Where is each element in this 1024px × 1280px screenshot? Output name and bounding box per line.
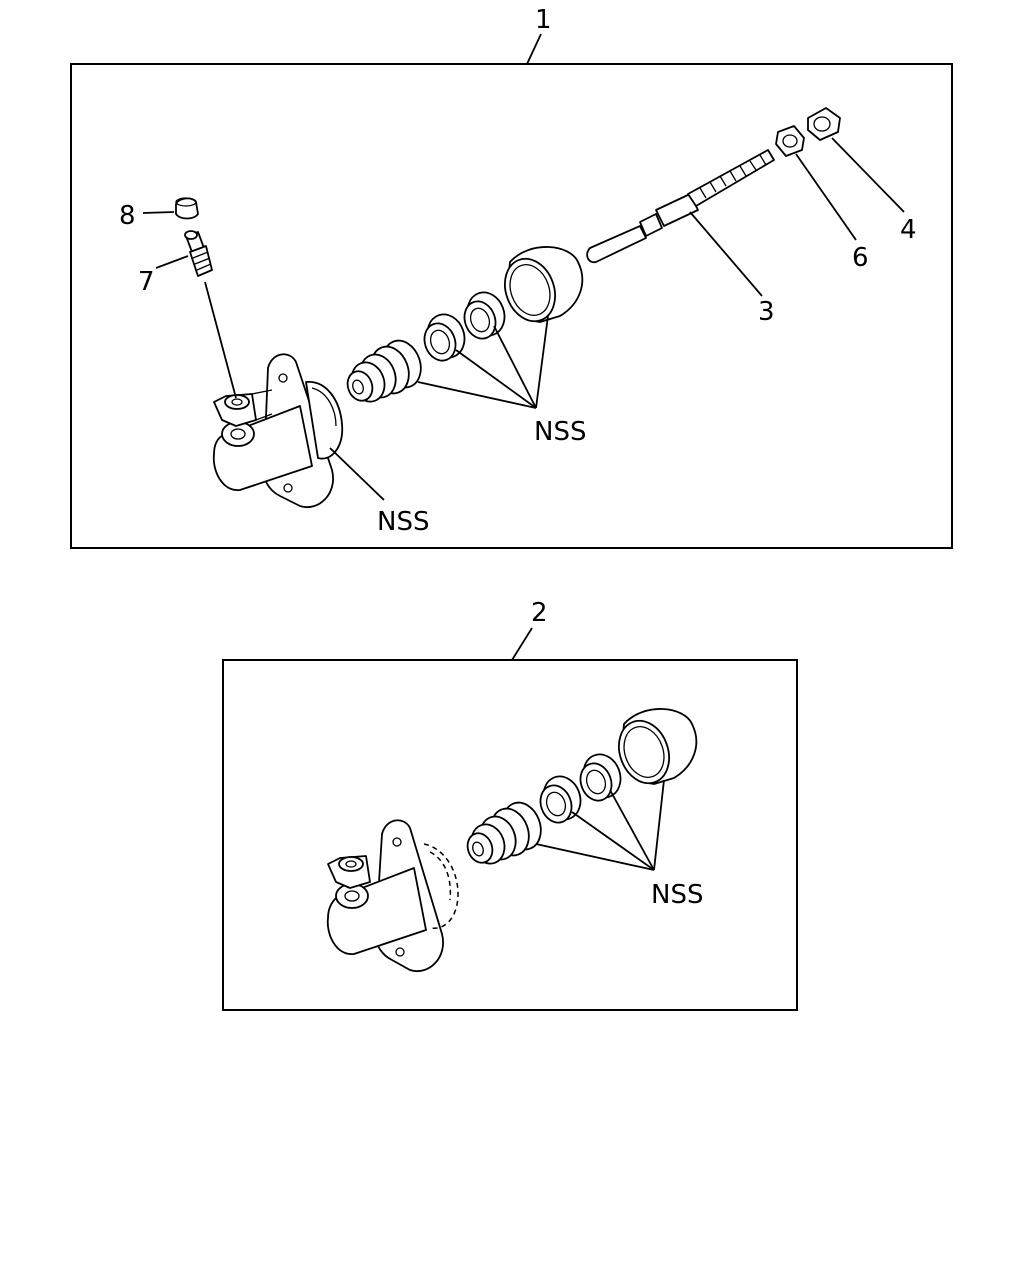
dust-boot-2: [618, 708, 698, 785]
bleeder-screw: [184, 230, 213, 277]
nut: [807, 107, 841, 141]
callout-4: 4: [900, 215, 917, 245]
callout-2: 2: [531, 598, 548, 628]
lock-nut: [775, 125, 805, 157]
assembly-2-frame: [222, 659, 798, 1011]
bleeder-cap: [175, 197, 199, 220]
callout-8: 8: [119, 201, 136, 231]
assembly-2: 2: [222, 598, 798, 1011]
piston-seal-medium: [463, 291, 506, 340]
leader-7-mount: [204, 281, 237, 399]
piston-seal-small: [423, 313, 466, 362]
nss-label-internal-parts: NSS: [534, 417, 586, 447]
nss-label-internal-parts-2: NSS: [651, 880, 703, 910]
dust-boot: [504, 246, 584, 323]
nss-label-cylinder-body: NSS: [377, 507, 429, 537]
piston-seal-small-2: [539, 775, 582, 824]
clutch-cylinder-body-2: [326, 819, 459, 973]
clutch-cylinder-body: [212, 353, 344, 509]
assembly-1: 1: [70, 5, 953, 549]
piston-spring: [346, 339, 422, 403]
callout-6: 6: [852, 243, 869, 273]
callout-7: 7: [138, 267, 155, 297]
piston-seal-medium-2: [579, 753, 622, 802]
assembly-1-frame: [70, 63, 953, 549]
piston-spring-2: [466, 801, 542, 865]
callout-3: 3: [758, 297, 775, 327]
push-rod: [586, 149, 775, 264]
callout-1: 1: [535, 5, 552, 35]
